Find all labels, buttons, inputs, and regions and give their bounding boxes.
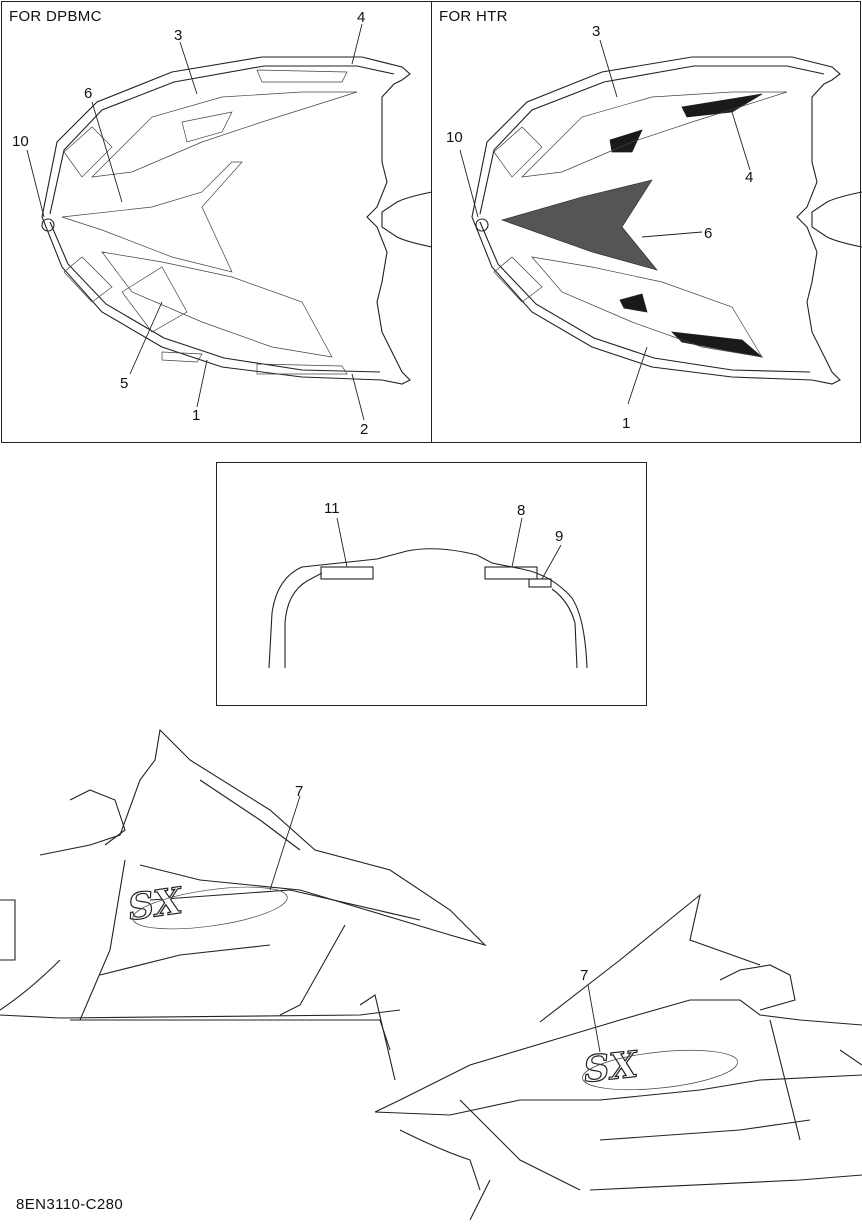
callout-2: 2 <box>360 421 368 438</box>
callout-10: 10 <box>12 133 29 150</box>
side-views: SX 7 SX 7 <box>0 728 862 1220</box>
panel-rear-view: 11 8 9 <box>216 462 647 706</box>
callout-6: 6 <box>704 225 712 242</box>
callout-5: 5 <box>120 375 128 392</box>
callout-7: 7 <box>295 783 303 800</box>
callout-1: 1 <box>192 407 200 424</box>
side-view-left: SX 7 <box>0 728 487 1081</box>
hood-rear-diagram: 11 8 9 <box>268 500 588 669</box>
sx-logo-left: SX <box>125 880 186 929</box>
side-view-right: SX 7 <box>374 893 862 1220</box>
panel-title-dpbmc: FOR DPBMC <box>9 8 102 25</box>
callout-4: 4 <box>745 169 753 186</box>
callout-1: 1 <box>622 415 630 432</box>
callout-7: 7 <box>580 967 588 984</box>
panel-dpbmc: FOR DPBMC 3 4 6 10 5 1 2 <box>1 1 433 443</box>
hood-diagram-htr: 3 4 6 10 1 <box>446 23 862 432</box>
panel-htr: FOR HTR 3 4 6 10 1 <box>431 1 862 443</box>
hood-diagram-dpbmc: 3 4 6 10 5 1 2 <box>12 9 433 438</box>
callout-9: 9 <box>555 528 563 545</box>
callout-11: 11 <box>324 500 340 517</box>
callout-4: 4 <box>357 9 365 26</box>
callout-10: 10 <box>446 129 463 146</box>
callout-6: 6 <box>84 85 92 102</box>
panel-title-htr: FOR HTR <box>439 8 508 25</box>
sx-logo-right: SX <box>582 1043 642 1091</box>
callout-8: 8 <box>517 502 525 519</box>
callout-3: 3 <box>174 27 182 44</box>
drawing-code: 8EN3110-C280 <box>16 1196 124 1213</box>
callout-3: 3 <box>592 23 600 40</box>
